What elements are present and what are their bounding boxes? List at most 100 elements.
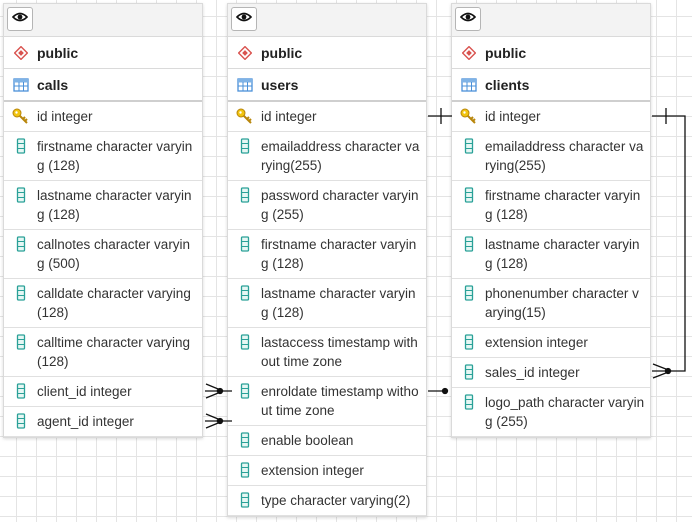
schema-icon xyxy=(9,45,33,60)
schema-row: public xyxy=(228,37,426,69)
column-label: firstname character varying (128) xyxy=(261,237,417,271)
column-icon xyxy=(457,138,481,154)
link-calls-agent-id-end-dot xyxy=(216,417,224,425)
key-icon xyxy=(457,108,481,124)
schema-row: public xyxy=(452,37,650,69)
table-name: calls xyxy=(37,76,69,93)
column-label: id integer xyxy=(261,109,317,124)
column-label: firstname character varying (128) xyxy=(37,139,193,173)
column-label: enable boolean xyxy=(261,433,354,448)
link-clients-sales-id xyxy=(652,115,686,372)
schema-name: public xyxy=(485,44,527,61)
column-row[interactable]: id integer xyxy=(452,102,650,132)
column-icon xyxy=(233,492,257,508)
column-icon xyxy=(457,394,481,410)
schema-name: public xyxy=(37,44,79,61)
column-row[interactable]: id integer xyxy=(4,102,202,132)
column-label: calldate character varying(128) xyxy=(37,286,191,320)
column-label: emailaddress character varying(255) xyxy=(261,139,420,173)
table-name: clients xyxy=(485,76,530,93)
column-label: extension integer xyxy=(261,463,364,478)
column-icon xyxy=(9,138,33,154)
column-row[interactable]: id integer xyxy=(228,102,426,132)
column-row[interactable]: extension integer xyxy=(228,456,426,486)
toggle-visibility-button[interactable] xyxy=(455,7,481,31)
schema-row: public xyxy=(4,37,202,69)
table-clients[interactable]: public clients id integer emailaddress char… xyxy=(451,3,651,438)
column-row[interactable]: client_id integer xyxy=(4,377,202,407)
table-name-row: clients xyxy=(452,69,650,102)
column-label: password character varying (255) xyxy=(261,188,419,222)
column-row[interactable]: emailaddress character varying(255) xyxy=(452,132,650,181)
column-label: id integer xyxy=(37,109,93,124)
column-row[interactable]: firstname character varying (128) xyxy=(4,132,202,181)
column-icon xyxy=(457,236,481,252)
column-row[interactable]: enable boolean xyxy=(228,426,426,456)
column-row[interactable]: firstname character varying (128) xyxy=(228,230,426,279)
column-label: agent_id integer xyxy=(37,414,134,429)
column-icon xyxy=(233,285,257,301)
column-label: firstname character varying (128) xyxy=(485,188,641,222)
column-row[interactable]: lastaccess timestamp without time zone xyxy=(228,328,426,377)
column-icon xyxy=(457,334,481,350)
column-row[interactable]: lastname character varying (128) xyxy=(4,181,202,230)
column-label: id integer xyxy=(485,109,541,124)
column-row[interactable]: enroldate timestamp without time zone xyxy=(228,377,426,426)
column-label: sales_id integer xyxy=(485,365,580,380)
column-label: lastaccess timestamp without time zone xyxy=(261,335,418,369)
key-icon xyxy=(233,108,257,124)
column-row[interactable]: firstname character varying (128) xyxy=(452,181,650,230)
column-icon xyxy=(233,236,257,252)
column-icon xyxy=(233,187,257,203)
table-name-row: calls xyxy=(4,69,202,102)
column-label: lastname character varying (128) xyxy=(485,237,640,271)
schema-icon xyxy=(457,45,481,60)
column-row[interactable]: calldate character varying(128) xyxy=(4,279,202,328)
column-row[interactable]: password character varying (255) xyxy=(228,181,426,230)
column-row[interactable]: calltime character varying(128) xyxy=(4,328,202,377)
column-row[interactable]: type character varying(2) xyxy=(228,486,426,516)
table-header xyxy=(452,4,650,37)
column-icon xyxy=(233,383,257,399)
table-name: users xyxy=(261,76,299,93)
table-users[interactable]: public users id integer emailaddress charac… xyxy=(227,3,427,517)
column-icon xyxy=(457,364,481,380)
column-row[interactable]: sales_id integer xyxy=(452,358,650,388)
column-row[interactable]: agent_id integer xyxy=(4,407,202,437)
table-icon xyxy=(9,77,33,92)
column-icon xyxy=(9,187,33,203)
link-users-id-tail xyxy=(428,108,452,124)
link-clients-sales-dot xyxy=(664,367,672,375)
column-row[interactable]: phonenumber character varying(15) xyxy=(452,279,650,328)
toggle-visibility-button[interactable] xyxy=(231,7,257,31)
link-users-enroldate-dot xyxy=(441,387,449,395)
link-calls-client-id-end-dot xyxy=(216,387,224,395)
column-icon xyxy=(9,334,33,350)
column-label: logo_path character varying (255) xyxy=(485,395,645,429)
column-label: calltime character varying(128) xyxy=(37,335,191,369)
column-icon xyxy=(9,413,33,429)
column-label: lastname character varying (128) xyxy=(261,286,416,320)
column-row[interactable]: logo_path character varying (255) xyxy=(452,388,650,437)
column-row[interactable]: emailaddress character varying(255) xyxy=(228,132,426,181)
column-icon xyxy=(9,285,33,301)
column-row[interactable]: callnotes character varying (500) xyxy=(4,230,202,279)
schema-name: public xyxy=(261,44,303,61)
toggle-visibility-button[interactable] xyxy=(7,7,33,31)
table-header xyxy=(4,4,202,37)
key-icon xyxy=(9,108,33,124)
column-label: extension integer xyxy=(485,335,588,350)
column-row[interactable]: lastname character varying (128) xyxy=(452,230,650,279)
schema-icon xyxy=(233,45,257,60)
column-row[interactable]: lastname character varying (128) xyxy=(228,279,426,328)
column-icon xyxy=(233,432,257,448)
table-calls[interactable]: public calls id integer firstname character… xyxy=(3,3,203,438)
column-row[interactable]: extension integer xyxy=(452,328,650,358)
column-label: lastname character varying (128) xyxy=(37,188,192,222)
eye-icon xyxy=(459,10,477,28)
column-label: client_id integer xyxy=(37,384,132,399)
column-icon xyxy=(233,138,257,154)
table-icon xyxy=(233,77,257,92)
column-icon xyxy=(457,285,481,301)
eye-icon xyxy=(11,10,29,28)
